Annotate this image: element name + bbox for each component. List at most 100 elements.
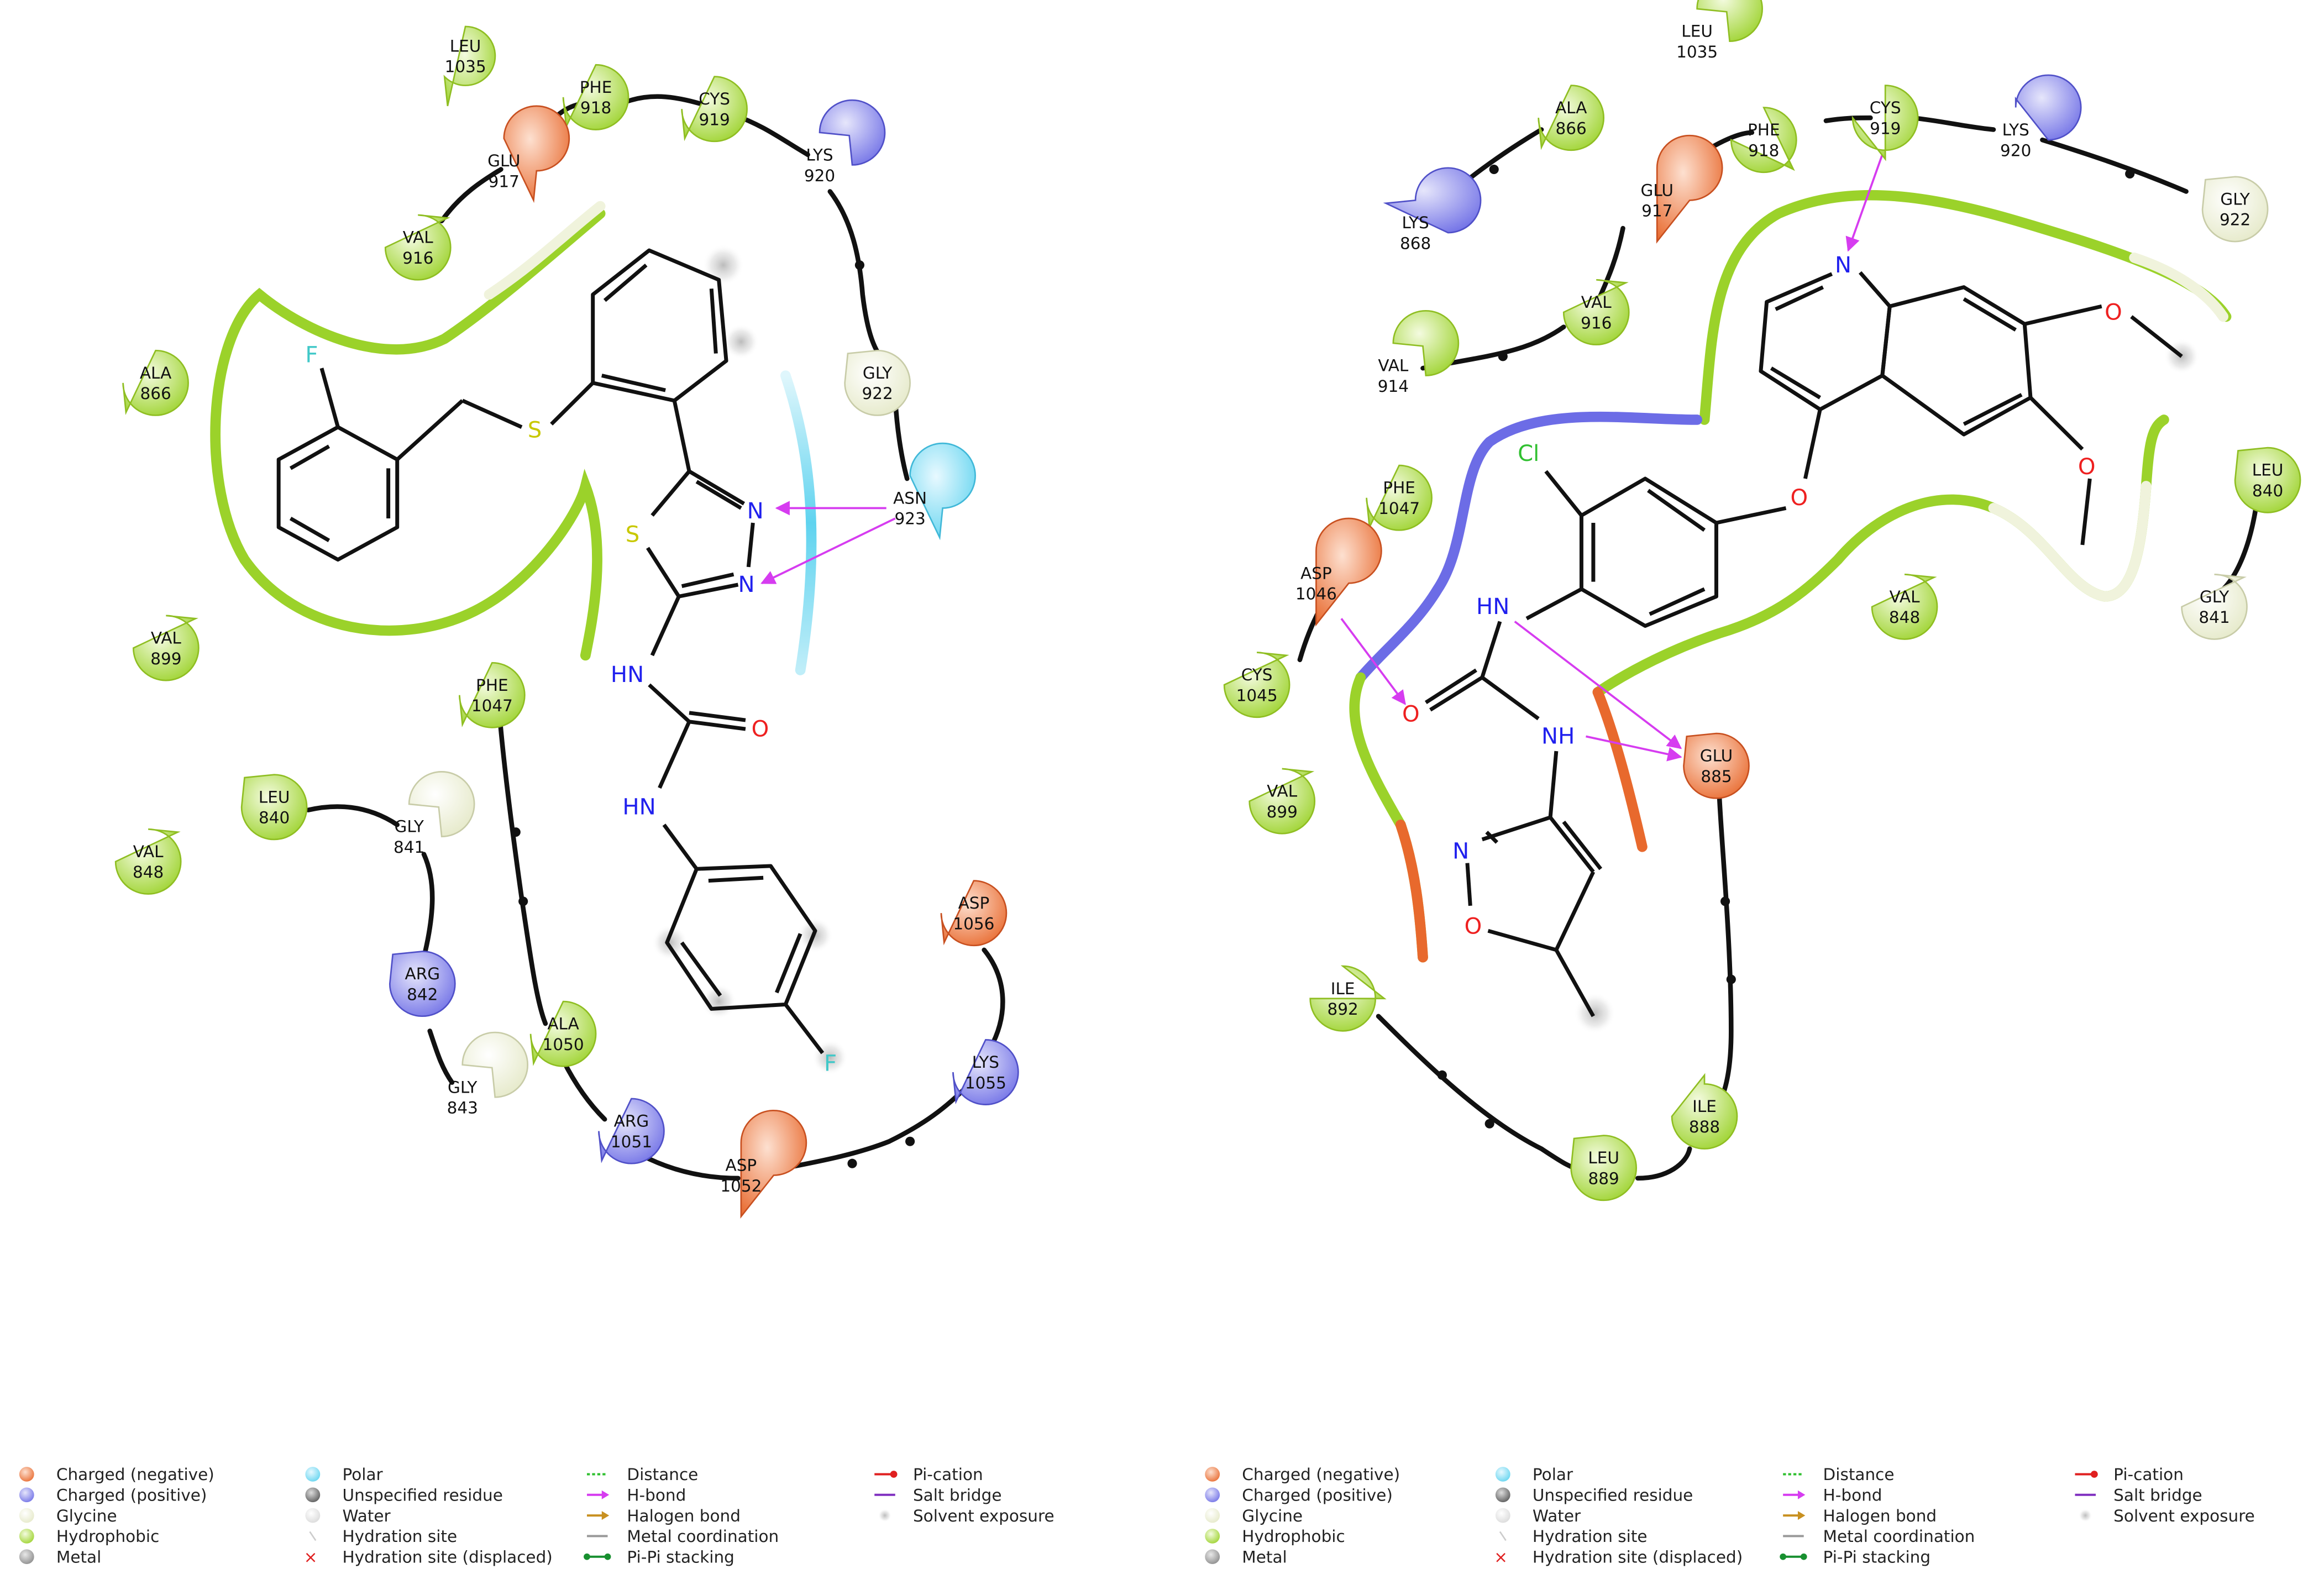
svg-text:GLU: GLU — [1700, 747, 1733, 765]
svg-text:VAL: VAL — [1267, 782, 1298, 801]
legend-left-c2-2: Water — [342, 1507, 391, 1525]
svg-text:888: 888 — [1689, 1117, 1720, 1136]
legend-right-c4-2: Solvent exposure — [2113, 1507, 2255, 1525]
svg-text:ALA: ALA — [140, 364, 171, 382]
svg-text:CYS: CYS — [1870, 98, 1901, 117]
svg-text:LEU: LEU — [1681, 22, 1713, 41]
residue-left-5: VAL 916 — [384, 214, 452, 281]
svg-text:840: 840 — [259, 809, 290, 827]
left-atom-hn1: HN — [611, 662, 644, 688]
svg-text:842: 842 — [407, 985, 438, 1004]
svg-text:PHE: PHE — [580, 78, 612, 97]
svg-text:1046: 1046 — [1295, 585, 1337, 604]
svg-text:ILE: ILE — [1331, 979, 1355, 998]
svg-text:LEU: LEU — [450, 36, 481, 55]
svg-text:917: 917 — [1641, 202, 1672, 221]
legend-left: Charged (negative) Charged (positive) Gl… — [19, 1465, 1055, 1566]
svg-text:1050: 1050 — [543, 1035, 584, 1054]
legend-right-c3-3: Metal coordination — [1823, 1527, 1975, 1546]
svg-text:GLY: GLY — [394, 817, 424, 836]
legend-right-c1-2: Glycine — [1242, 1507, 1303, 1525]
svg-text:VAL: VAL — [1890, 587, 1921, 606]
legend-right-c2-0: Polar — [1533, 1465, 1573, 1484]
svg-text:916: 916 — [402, 249, 433, 267]
svg-text:899: 899 — [150, 649, 181, 668]
legend-right-c2-2: Water — [1533, 1507, 1581, 1525]
left-atom-f2: F — [824, 1051, 837, 1076]
legend-right-c1-1: Charged (positive) — [1242, 1486, 1393, 1505]
svg-text:ILE: ILE — [1692, 1097, 1717, 1116]
legend-right-c1-0: Charged (negative) — [1242, 1465, 1400, 1484]
right-atom-hn: HN — [1476, 594, 1509, 620]
svg-text:CYS: CYS — [699, 90, 730, 108]
svg-text:868: 868 — [1400, 234, 1431, 253]
legend-right-c2-3: Hydration site — [1533, 1527, 1648, 1546]
svg-text:918: 918 — [1748, 141, 1779, 160]
legend-right-c4-0: Pi-cation — [2113, 1465, 2184, 1484]
svg-text:917: 917 — [489, 172, 520, 191]
pocket-hydrophobic-outline — [210, 208, 606, 661]
residue-left-19: ASP 1056 — [940, 880, 1008, 947]
legend-right-c4-1: Salt bridge — [2113, 1486, 2202, 1505]
svg-text:885: 885 — [1701, 767, 1732, 786]
svg-text:ARG: ARG — [614, 1112, 649, 1131]
svg-text:LEU: LEU — [259, 788, 290, 806]
svg-text:VAL: VAL — [403, 228, 434, 247]
svg-text:889: 889 — [1588, 1169, 1619, 1188]
residue-right-4: LYS 920 — [2000, 74, 2082, 160]
svg-text:LYS: LYS — [1402, 213, 1429, 232]
legend-left-c2-3: Hydration site — [342, 1527, 457, 1546]
svg-text:ASP: ASP — [1300, 564, 1332, 583]
ligand-right — [1424, 271, 2183, 1017]
left-atom-hn2: HN — [622, 795, 655, 820]
legend-left-c4-1: Salt bridge — [913, 1486, 1002, 1505]
svg-text:866: 866 — [140, 384, 171, 403]
left-atom-n2: N — [738, 572, 755, 597]
svg-text:ASP: ASP — [958, 894, 990, 912]
solvent-exposure — [652, 244, 848, 1075]
svg-text:GLY: GLY — [2200, 587, 2229, 606]
svg-text:GLY: GLY — [863, 364, 893, 382]
svg-text:1047: 1047 — [471, 696, 513, 715]
svg-text:VAL: VAL — [1581, 293, 1612, 312]
legend-right-c1-4: Metal — [1242, 1547, 1287, 1566]
legend-left-c3-3: Metal coordination — [627, 1527, 779, 1546]
legend-right-c1-3: Hydrophobic — [1242, 1527, 1345, 1546]
svg-text:VAL: VAL — [1378, 356, 1409, 375]
svg-text:899: 899 — [1267, 802, 1298, 821]
legend-left-c2-4: Hydration site (displaced) — [342, 1547, 552, 1566]
svg-text:LYS: LYS — [2002, 120, 2029, 139]
residue-right-12: ASP 1046 — [1295, 517, 1382, 627]
right-atom-o2: O — [2078, 454, 2096, 480]
right-atom-nh: NH — [1541, 724, 1575, 749]
svg-text:1056: 1056 — [953, 915, 994, 933]
svg-text:920: 920 — [804, 166, 835, 185]
svg-text:GLY: GLY — [2220, 190, 2250, 208]
svg-text:918: 918 — [580, 98, 611, 117]
svg-text:920: 920 — [2000, 141, 2031, 160]
right-atom-o5: O — [1465, 914, 1482, 940]
legend-left-c1-3: Hydrophobic — [56, 1527, 159, 1546]
residue-left-6: ALA 866 — [122, 349, 189, 416]
legend-left-c1-4: Metal — [56, 1547, 101, 1566]
